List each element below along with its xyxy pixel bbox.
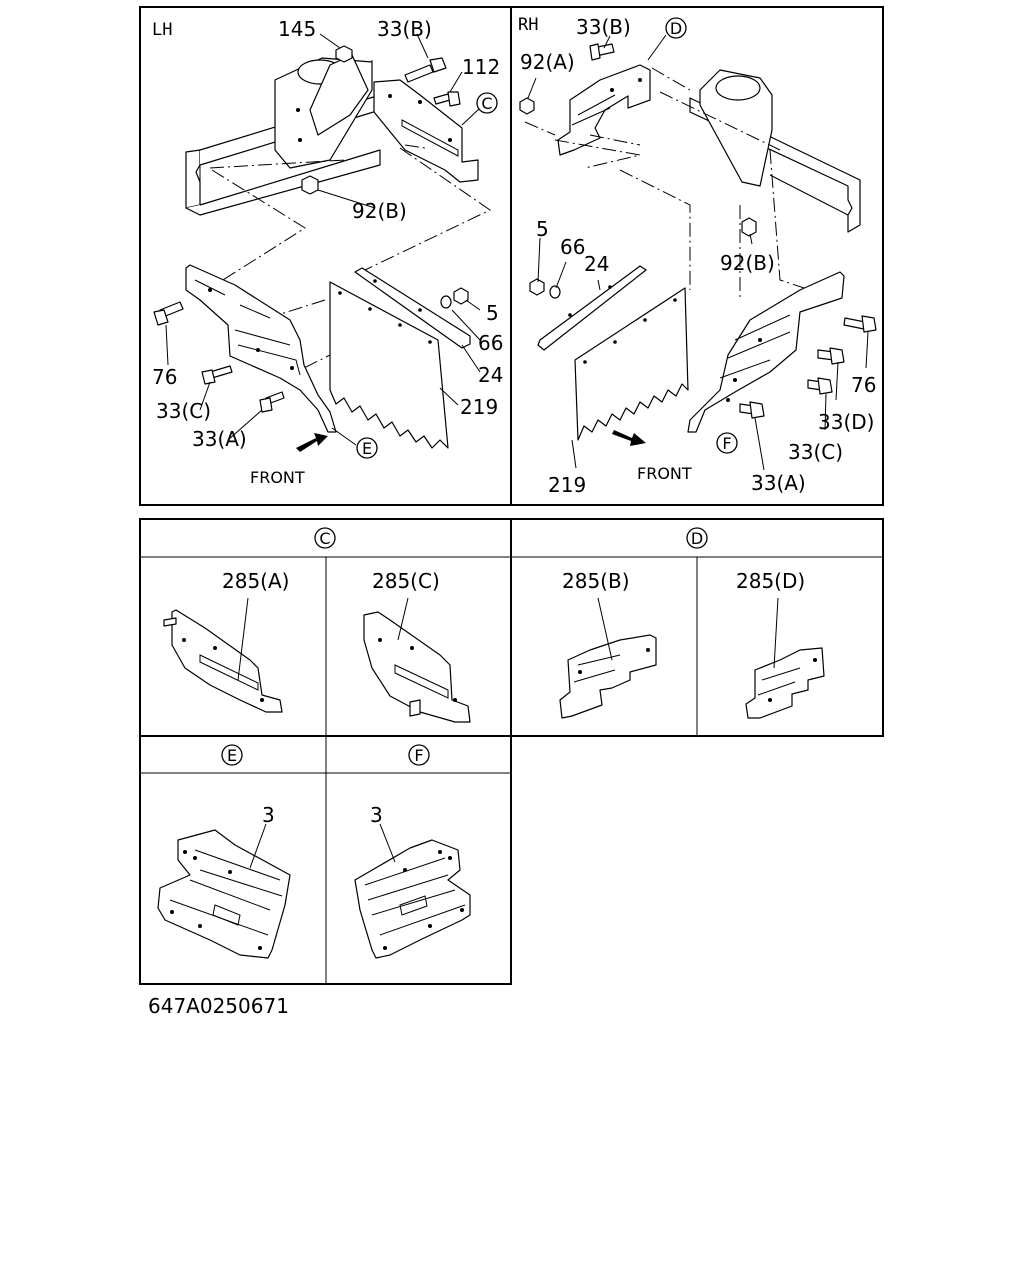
detail-d-part-b: 285(B) [562,569,630,593]
rh-callout-219: 219 [548,473,586,497]
detail-c-header: C [319,529,330,548]
rh-callout-5: 5 [536,217,549,241]
detail-f-part-3: 3 [370,803,383,827]
detail-part-285b: 285(B) [559,569,657,719]
rh-detail-ref-f: F [722,434,731,453]
lh-tower-bracket [274,54,373,169]
lh-callout-33c: 33(C) [156,399,211,423]
rh-callout-33b: 33(B) [576,15,631,39]
rh-detail-ref-d: D [670,19,682,38]
rh-stay-bracket [557,64,651,156]
detail-e-header: E [227,746,237,765]
rh-callout-33c: 33(C) [788,440,843,464]
detail-d-part-d: 285(D) [736,569,805,593]
lh-callout-76: 76 [152,365,177,389]
rh-callout-92b: 92(B) [720,251,775,275]
lh-callout-24: 24 [478,363,503,387]
detail-part-285a: 285(A) [163,569,289,713]
detail-part-285c: 285(C) [363,569,471,723]
rh-mudflap [574,287,689,441]
detail-part-285d: 285(D) [736,569,825,719]
lh-mudflap [329,281,449,449]
lh-callout-112: 112 [462,55,500,79]
rh-mount-bracket [687,271,845,433]
rh-front-label: FRONT [637,464,692,483]
detail-c-part-a: 285(A) [222,569,289,593]
lh-callout-219: 219 [460,395,498,419]
rh-callout-33a: 33(A) [751,471,806,495]
rh-callout-76: 76 [851,373,876,397]
detail-e-part-3: 3 [262,803,275,827]
rh-frame-rail [689,69,861,233]
detail-headers-bottom: E F [221,744,430,766]
lh-front-label: FRONT [250,468,305,487]
lh-detail-ref-c: C [481,94,492,113]
frames [139,6,884,985]
detail-c-part-c: 285(C) [372,569,440,593]
detail-f-header: F [414,746,423,765]
lh-callout-66: 66 [478,331,503,355]
detail-part-3-f: 3 [354,803,471,959]
rh-front-arrow-icon [612,430,646,446]
lh-mount-bracket [185,264,337,433]
lh-callout-92b: 92(B) [352,199,407,223]
lh-view: LH [152,17,503,487]
rh-side-label: RH [518,15,538,35]
lh-detail-ref-e: E [362,439,372,458]
detail-d-header: D [691,529,703,548]
rh-callout-24: 24 [584,252,609,276]
lh-callout-33b: 33(B) [377,17,432,41]
rh-callout-33d: 33(D) [818,410,874,434]
drawing-number: 647A0250671 [148,994,289,1018]
lh-stay-bracket [373,79,479,183]
rh-view: RH [518,15,877,497]
lh-front-arrow-icon [296,433,328,452]
detail-part-3-e: 3 [157,803,291,959]
lh-callout-145: 145 [278,17,316,41]
detail-headers-top: C D [314,527,708,549]
lh-side-label: LH [152,20,172,40]
rh-callout-92a: 92(A) [520,50,575,74]
lh-callout-5: 5 [486,301,499,325]
rh-callout-66: 66 [560,235,585,259]
lh-callout-33a: 33(A) [192,427,247,451]
